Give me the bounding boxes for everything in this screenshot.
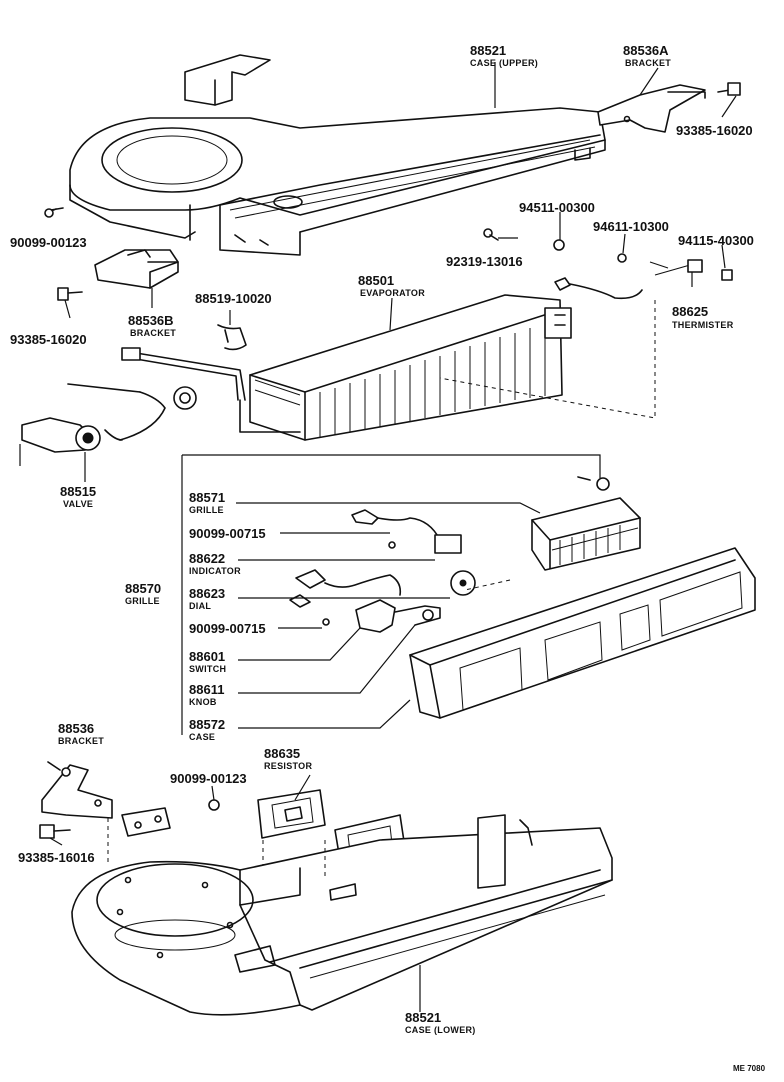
grille-assy-name: GRILLE — [125, 596, 160, 606]
plate-drawing — [121, 799, 220, 837]
figure-code: ME 7080 — [733, 1064, 766, 1073]
grille-88571-drawing — [531, 497, 641, 571]
case-lower-number: 88521 — [405, 1010, 441, 1025]
bracket-88536-drawing — [39, 761, 113, 839]
screw-top-left-drawing — [44, 207, 64, 218]
bracket-a-number: 88536A — [623, 43, 669, 58]
screw-90099-00123-bottom-number: 90099-00123 — [170, 771, 247, 786]
hardware-top-right-drawing — [483, 228, 733, 300]
grille-case-88572-drawing — [409, 547, 756, 719]
bracket-88536-number: 88536 — [58, 721, 94, 736]
bracket-b-name: BRACKET — [130, 328, 176, 338]
bracket-88536a-drawing — [597, 82, 741, 133]
grille-88571-number: 88571 — [189, 490, 225, 505]
grille-assy-number: 88570 — [125, 581, 161, 596]
case-88572-name: CASE — [189, 732, 215, 742]
bracket-88536-name: BRACKET — [58, 736, 104, 746]
alignment-lines — [107, 300, 656, 878]
bracket-88536b-drawing — [94, 249, 179, 289]
resistor-name: RESISTOR — [264, 761, 312, 771]
screw-92319-number: 92319-13016 — [446, 254, 523, 269]
evaporator-number: 88501 — [358, 273, 394, 288]
grille-88571-name: GRILLE — [189, 505, 224, 515]
case-lower-name: CASE (LOWER) — [405, 1025, 476, 1035]
thermister-number: 88625 — [672, 304, 708, 319]
case-lower-drawing — [71, 814, 613, 1016]
bracket-b-number: 88536B — [128, 313, 174, 328]
valve-name: VALVE — [63, 499, 93, 509]
bracket-a-name: BRACKET — [625, 58, 671, 68]
switch-name: SWITCH — [189, 664, 226, 674]
indicator-number: 88622 — [189, 551, 225, 566]
leader-lines — [19, 62, 737, 1012]
evaporator-drawing — [249, 294, 572, 441]
dial-number: 88623 — [189, 586, 225, 601]
evaporator-name: EVAPORATOR — [360, 288, 425, 298]
dial-name: DIAL — [189, 601, 211, 611]
resistor-number: 88635 — [264, 746, 300, 761]
part-labels: 88521 CASE (UPPER) 88536A BRACKET 93385-… — [10, 43, 766, 1073]
resistor-drawing — [257, 789, 326, 839]
screw-93385-16020-left-number: 93385-16020 — [10, 332, 87, 347]
indicator-name: INDICATOR — [189, 566, 241, 576]
case-upper-drawing — [69, 107, 606, 256]
nut-94115-number: 94115-40300 — [678, 233, 754, 248]
screw-left-drawing — [57, 287, 83, 301]
knob-number: 88611 — [189, 682, 224, 697]
screw-90099-00123-top-number: 90099-00123 — [10, 235, 87, 250]
valve-number: 88515 — [60, 484, 96, 499]
case-upper-name: CASE (UPPER) — [470, 58, 538, 68]
screw-93385-16016-number: 93385-16016 — [18, 850, 95, 865]
clip-88519-number: 88519-10020 — [195, 291, 272, 306]
case-upper-number: 88521 — [470, 43, 506, 58]
screw-90099-00715-b-number: 90099-00715 — [189, 621, 266, 636]
knob-name: KNOB — [189, 697, 217, 707]
nut-94511-number: 94511-00300 — [519, 200, 595, 215]
switch-number: 88601 — [189, 649, 225, 664]
small-bracket-top-drawing — [184, 54, 271, 106]
valve-drawing — [21, 347, 301, 453]
thermister-name: THERMISTER — [672, 320, 734, 330]
screw-90099-00715-a-number: 90099-00715 — [189, 526, 266, 541]
case-88572-number: 88572 — [189, 717, 225, 732]
screw-93385-16020-top-number: 93385-16020 — [676, 123, 753, 138]
clip-drawing — [217, 324, 247, 351]
washer-94611-number: 94611-10300 — [593, 219, 669, 234]
switch-assembly-drawing — [289, 476, 610, 633]
